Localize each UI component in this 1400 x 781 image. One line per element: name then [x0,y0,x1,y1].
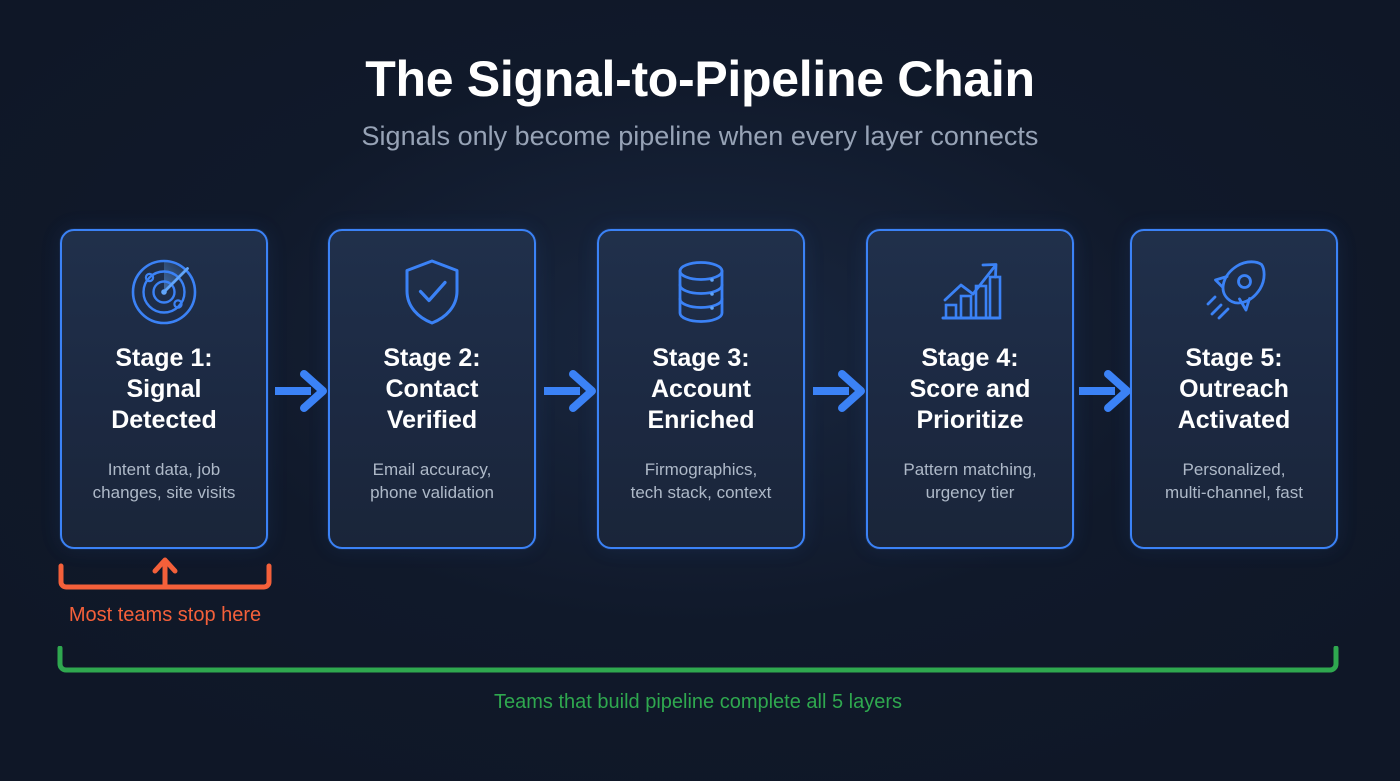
radar-icon [127,255,201,329]
stop-point-annotation: Most teams stop here [56,556,274,641]
stage-card-2[interactable]: Stage 2: Contact Verified Email accuracy… [328,229,536,549]
stage-card-5[interactable]: Stage 5: Outreach Activated Personalized… [1130,229,1338,549]
stage-card-description: Pattern matching, urgency tier [903,460,1037,502]
page-title: The Signal-to-Pipeline Chain [365,51,1035,107]
stage-card-row: Stage 1: Signal Detected Intent data, jo… [60,229,1338,549]
wide-bracket-icon [57,646,1339,673]
arrow-right-icon [811,368,867,414]
stage-card-description: Firmographics, tech stack, context [630,460,772,502]
database-icon [664,255,738,329]
stage-card-title: Stage 4: Score and Prioritize [909,344,1031,434]
stage-card-title: Stage 3: Account Enriched [647,344,755,434]
page-subtitle: Signals only become pipeline when every … [361,121,1039,151]
arrow-right-icon [273,368,329,414]
stage-card-description: Personalized, multi-channel, fast [1165,460,1303,502]
stage-card-3[interactable]: Stage 3: Account Enriched Firmographics,… [597,229,805,549]
full-chain-label: Teams that build pipeline complete all 5… [494,691,902,713]
header: The Signal-to-Pipeline Chain Signals onl… [0,52,1400,152]
stage-card-title: Stage 5: Outreach Activated [1177,344,1291,434]
stage-card-1[interactable]: Stage 1: Signal Detected Intent data, jo… [60,229,268,549]
bar-chart-growth-icon [933,255,1007,329]
stage-card-description: Email accuracy, phone validation [370,460,494,502]
arrow-right-icon [1077,368,1133,414]
stage-card-title: Stage 2: Contact Verified [383,344,481,434]
stage-card-description: Intent data, job changes, site visits [92,460,236,502]
stage-card-title: Stage 1: Signal Detected [111,344,217,434]
arrow-right-icon [542,368,598,414]
rocket-icon [1197,255,1271,329]
stage-card-4[interactable]: Stage 4: Score and Prioritize Pattern ma… [866,229,1074,549]
full-chain-annotation: Teams that build pipeline complete all 5… [56,646,1340,746]
stop-point-label: Most teams stop here [68,604,262,626]
shield-check-icon [395,255,469,329]
up-arrow-bracket-icon [58,557,272,590]
